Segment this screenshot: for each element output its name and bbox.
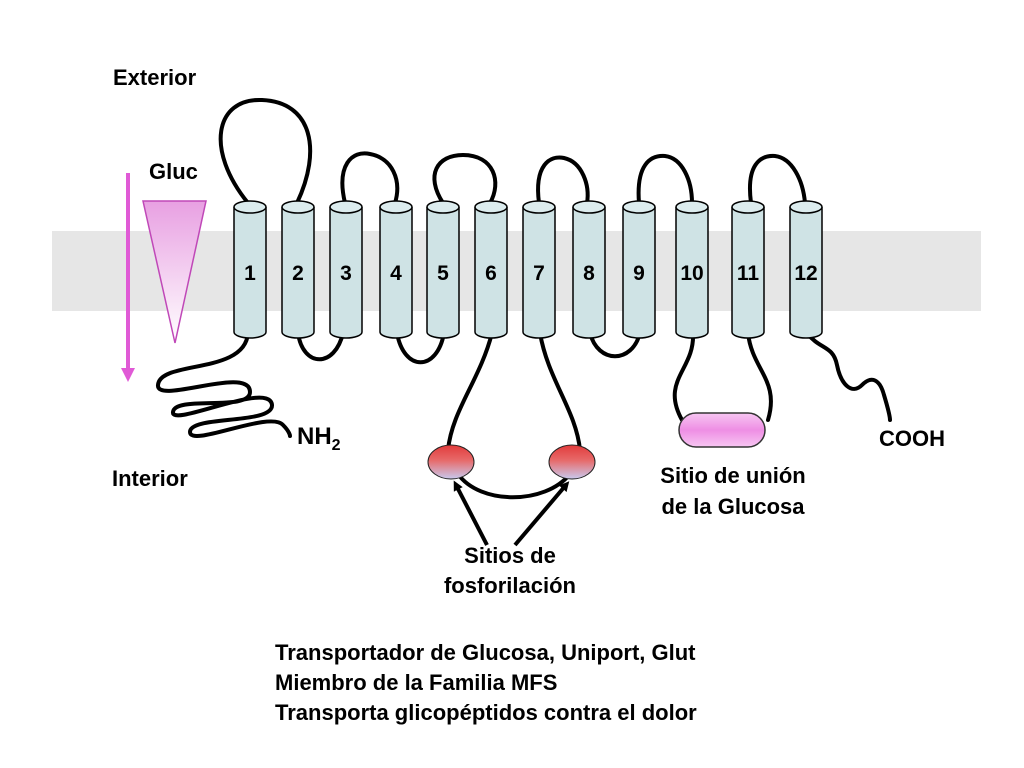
helix-cap — [379, 200, 413, 214]
loop-3-4 — [340, 151, 400, 205]
caption-line-1: Transportador de Glucosa, Uniport, Glut — [275, 640, 696, 665]
phospho-arrow-left — [453, 480, 489, 546]
helix-7: 7 — [522, 200, 556, 339]
caption: Transportador de Glucosa, Uniport, Glut … — [275, 638, 697, 728]
glucose-binding-site — [678, 412, 766, 448]
helix-cap — [426, 200, 460, 214]
phospho-arrow-right — [513, 481, 570, 547]
phosphorylation-site-left — [427, 444, 475, 480]
helix-cap — [329, 200, 363, 214]
phospho-label-line2: fosforilación — [444, 573, 576, 598]
glucose-gradient-triangle — [142, 200, 207, 344]
helix-label: 4 — [390, 262, 402, 285]
phosphorylation-site-right — [548, 444, 596, 480]
helix-10: 10 — [675, 200, 709, 339]
helix-cap — [281, 200, 315, 214]
helix-body — [379, 207, 413, 339]
helix-body — [675, 207, 709, 339]
helix-cap — [675, 200, 709, 214]
helix-body — [522, 207, 556, 339]
helix-1: 1 — [233, 200, 267, 339]
helix-label: 12 — [794, 262, 817, 285]
helix-6: 6 — [474, 200, 508, 339]
binding-site-label-line2: de la Glucosa — [661, 494, 805, 519]
loop-10-11 — [672, 331, 773, 422]
helix-11: 11 — [731, 200, 765, 339]
binding-site-label-line1: Sitio de unión — [660, 463, 805, 488]
loop-9-10 — [636, 153, 694, 205]
helix-label: 8 — [583, 262, 595, 285]
exterior-label: Exterior — [113, 65, 197, 90]
helix-label: 9 — [633, 262, 645, 285]
helix-5: 5 — [426, 200, 460, 339]
helix-body — [622, 207, 656, 339]
helix-label: 10 — [680, 262, 703, 285]
helix-label: 2 — [292, 262, 304, 285]
helix-cap — [789, 200, 823, 214]
helix-label: 1 — [244, 262, 256, 285]
helix-body — [789, 207, 823, 339]
loop-8-9 — [588, 331, 642, 359]
c-terminus-chain — [805, 331, 892, 422]
helix-label: 3 — [340, 262, 352, 285]
loop-4-5 — [395, 331, 446, 365]
cooh-label: COOH — [879, 426, 945, 451]
helix-label: 5 — [437, 262, 449, 285]
phospho-label-line1: Sitios de — [464, 543, 556, 568]
helix-body — [426, 207, 460, 339]
helix-body — [281, 207, 315, 339]
loop-7-8 — [536, 155, 590, 205]
helix-cap — [622, 200, 656, 214]
loop-11-12 — [748, 153, 807, 205]
helix-body — [329, 207, 363, 339]
helix-12: 12 — [789, 200, 823, 339]
helix-label: 11 — [737, 262, 760, 285]
gluc-label: Gluc — [149, 159, 198, 184]
caption-line-2: Miembro de la Familia MFS — [275, 670, 558, 695]
helix-cap — [522, 200, 556, 214]
helix-cap — [233, 200, 267, 214]
helix-cap — [474, 200, 508, 214]
helix-body — [731, 207, 765, 339]
gradient-arrow-head — [121, 368, 135, 382]
helix-body — [233, 207, 267, 339]
helix-4: 4 — [379, 200, 413, 339]
interior-label: Interior — [112, 466, 188, 491]
helix-2: 2 — [281, 200, 315, 339]
helix-label: 6 — [485, 262, 497, 285]
loop-1-2 — [218, 97, 313, 205]
helix-cap — [731, 200, 765, 214]
loop-5-6 — [432, 153, 498, 205]
helix-label: 7 — [533, 262, 545, 285]
nh2-label: NH2 — [297, 423, 341, 454]
helix-cap — [572, 200, 606, 214]
helix-body — [572, 207, 606, 339]
helix-3: 3 — [329, 200, 363, 339]
lipid-bilayer — [52, 231, 981, 311]
helix-body — [474, 207, 508, 339]
caption-line-3: Transporta glicopéptidos contra el dolor — [275, 700, 697, 725]
helix-9: 9 — [622, 200, 656, 339]
n-terminus-chain — [156, 331, 292, 438]
loop-2-3 — [296, 331, 345, 362]
helix-8: 8 — [572, 200, 606, 339]
